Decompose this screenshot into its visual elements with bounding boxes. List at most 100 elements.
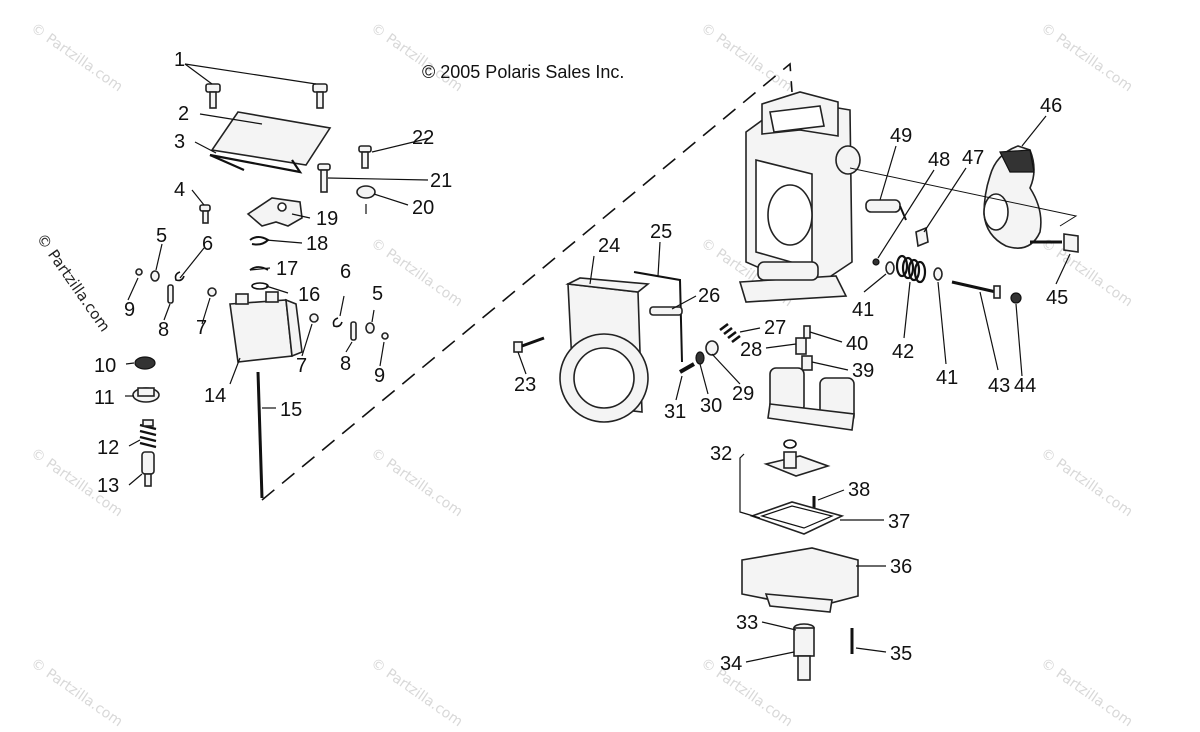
callout-5b: 5 [372,283,383,305]
shaft-part-43 [951,280,1001,299]
callout-12: 12 [97,437,119,459]
ring-part-48 [872,258,880,266]
carburetor-body [738,91,861,303]
callout-27: 27 [764,317,786,339]
callout-40: 40 [846,333,868,355]
washer-part-7a [207,287,217,297]
jet-part-40 [803,325,811,339]
callout-37: 37 [888,511,910,533]
leader-lines [125,63,1071,663]
callout-3: 3 [174,131,185,153]
nut-part-44 [1010,292,1022,304]
callout-28: 28 [740,339,762,361]
cap-part-47 [915,226,929,248]
callout-7b: 7 [296,355,307,377]
side-watermark: © Partzilla.com [33,230,114,335]
callout-10: 10 [94,355,116,377]
gasket-part-3 [209,153,303,174]
assembly-dashed-line [261,62,793,501]
callout-15: 15 [280,399,302,421]
callout-49: 49 [890,125,912,147]
callout-32: 32 [710,443,732,465]
clip-part-17 [249,266,269,271]
watermark: © Partzilla.com [368,20,466,95]
callout-14: 14 [204,385,226,407]
callout-8b: 8 [340,353,351,375]
callout-labels: 1 2 3 4 22 21 20 19 18 17 16 14 15 10 11… [94,49,1068,675]
callout-17: 17 [276,258,298,280]
drain-part-34 [793,623,815,681]
callout-9a: 9 [124,299,135,321]
callout-42: 42 [892,341,914,363]
callout-30: 30 [700,395,722,417]
ring-part-16 [251,282,269,290]
callout-33: 33 [736,612,758,634]
screw-part-31 [679,362,695,374]
washer-part-41b [933,267,943,281]
callout-45: 45 [1046,287,1068,309]
nut-part-10 [134,356,156,370]
callout-25: 25 [650,221,672,243]
callout-34: 34 [720,653,742,675]
copyright-text: © 2005 Polaris Sales Inc. [422,62,624,82]
watermark: © Partzilla.com [368,655,466,730]
screw-part-21 [317,163,331,193]
pin-part-8a [167,284,174,304]
oring-part-29 [705,340,719,356]
callout-18: 18 [306,233,328,255]
watermark: © Partzilla.com [698,20,796,95]
callout-35: 35 [890,643,912,665]
callout-6b: 6 [340,261,351,283]
jet-part-39 [801,355,813,371]
screw-part-23 [513,336,545,353]
washer-part-5a [150,270,160,282]
callout-24: 24 [598,235,620,257]
callout-43: 43 [988,375,1010,397]
watermark: © Partzilla.com [1038,445,1136,520]
callout-38: 38 [848,479,870,501]
callout-23: 23 [514,374,536,396]
washer-part-41a [885,261,895,275]
watermark: © Partzilla.com [698,655,796,730]
callout-19: 19 [316,208,338,230]
callout-48: 48 [928,149,950,171]
washer-part-7b [309,313,319,323]
callout-46: 46 [1040,95,1062,117]
watermark: © Partzilla.com [368,445,466,520]
callout-1: 1 [174,49,185,71]
callout-41b: 41 [936,367,958,389]
lever-guide-line [849,167,1078,227]
callout-29: 29 [732,383,754,405]
spring-part-42 [895,254,927,284]
callout-2: 2 [178,103,189,125]
oring-small [783,439,797,449]
pin-part-8b [350,321,357,341]
callout-44: 44 [1014,375,1036,397]
clip-part-18 [249,236,270,246]
watermark: © Partzilla.com [28,20,126,95]
callout-4: 4 [174,179,185,201]
cap-part-11 [132,387,160,403]
callout-26: 26 [698,285,720,307]
cover-part-24 [559,277,651,423]
pin-part-26 [649,306,683,316]
callout-20: 20 [412,197,434,219]
clip-part-6a [174,271,185,282]
callout-8a: 8 [158,319,169,341]
callout-9b: 9 [374,365,385,387]
callout-11: 11 [94,387,115,409]
callout-39: 39 [852,360,874,382]
gasket-part-37 [749,501,845,535]
spring-part-27 [719,322,741,344]
cover-plate-part-2 [210,111,332,166]
washer-part-30 [695,351,705,365]
watermark: © Partzilla.com [28,655,126,730]
callout-22: 22 [412,127,434,149]
screw-part-45 [1030,233,1079,253]
throttle-slide-part-14 [229,291,303,363]
washer-part-9a [135,268,143,276]
bracket-part-19 [246,197,303,227]
wire-part-25 [633,271,683,363]
float-bowl-part-36 [741,547,859,613]
